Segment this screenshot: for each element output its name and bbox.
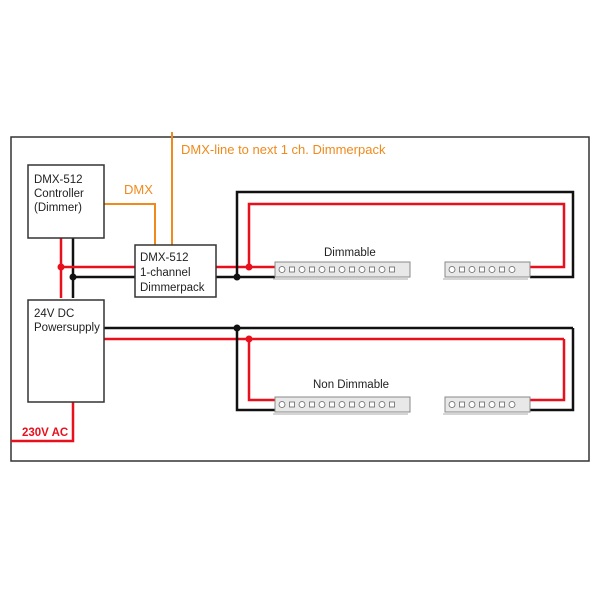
led-icon (358, 266, 366, 273)
controller-label-line-1: DMX-512 (34, 174, 83, 186)
resistor-icon (459, 266, 465, 273)
led-icon (338, 266, 346, 273)
junction-dot-positive-left (57, 263, 65, 271)
non-dimmable-negative-right (530, 328, 575, 412)
junction-dot-psu-positive (245, 335, 253, 343)
resistor-icon (499, 401, 505, 408)
led-icon (508, 266, 516, 273)
led-icon (488, 266, 496, 273)
led-icon (378, 401, 386, 408)
strip-body (444, 396, 531, 413)
dimmable-positive-loop (247, 202, 566, 269)
led-strip-non-dimmable-1 (273, 396, 411, 415)
junction-dot-dimmable-positive (245, 263, 253, 271)
resistor-icon (349, 401, 355, 408)
dimmerpack-box (134, 244, 217, 298)
led-strip-non-dimmable-2 (443, 396, 531, 415)
led-icon (468, 401, 476, 408)
led-icon (378, 266, 386, 273)
dimmerpack-label-line-2: 1-channel (140, 267, 191, 279)
led-icon (318, 266, 326, 273)
dimmerpack-label-line-3: Dimmerpack (140, 282, 205, 294)
led-icon (318, 401, 326, 408)
resistor-icon (479, 401, 485, 408)
controller-label-line-3: (Dimmer) (34, 202, 82, 214)
powersupply-box (27, 299, 105, 403)
resistor-icon (349, 266, 355, 273)
resistor-icon (369, 266, 375, 273)
controller-box (27, 164, 105, 239)
led-icon (508, 401, 516, 408)
led-strip-dimmable-1 (273, 261, 411, 280)
junction-dot-psu-negative (233, 324, 241, 332)
dimmable-negative-loop (235, 190, 575, 279)
resistor-icon (289, 266, 295, 273)
junction-dot-negative-left (69, 273, 77, 281)
resistor-icon (499, 266, 505, 273)
resistor-icon (309, 401, 315, 408)
mains-wire (11, 402, 75, 443)
led-icon (488, 401, 496, 408)
powersupply-label-line-2: Powersupply (34, 322, 100, 334)
resistor-icon (389, 266, 395, 273)
dmx-line-next-label: DMX-line to next 1 ch. Dimmerpack (181, 142, 386, 157)
resistor-icon (329, 401, 335, 408)
led-icon (298, 266, 306, 273)
led-icon (298, 401, 306, 408)
resistor-icon (369, 401, 375, 408)
resistor-icon (329, 266, 335, 273)
led-strips (273, 261, 531, 415)
resistor-icon (479, 266, 485, 273)
resistor-icon (389, 401, 395, 408)
dimmable-label: Dimmable (324, 247, 376, 259)
mains-label: 230V AC (22, 427, 68, 439)
non-dimmable-label: Non Dimmable (313, 379, 389, 391)
led-icon (448, 266, 456, 273)
dmx-wire-controller-to-dimmerpack (104, 203, 156, 245)
non-dimmable-positive-left (247, 339, 275, 402)
junction-dot-dimmable-negative (233, 273, 241, 281)
resistor-icon (289, 401, 295, 408)
controller-label-line-2: Controller (34, 188, 84, 200)
led-icon (468, 266, 476, 273)
powersupply-label-line-1: 24V DC (34, 308, 74, 320)
resistor-icon (309, 266, 315, 273)
dimmerpack-label-line-1: DMX-512 (140, 252, 189, 264)
led-icon (448, 401, 456, 408)
led-icon (278, 401, 286, 408)
non-dimmable-negative-left (235, 328, 275, 412)
strip-body (444, 261, 531, 278)
led-icon (338, 401, 346, 408)
led-icon (358, 401, 366, 408)
resistor-icon (459, 401, 465, 408)
diagram-frame (10, 136, 590, 462)
led-strip-dimmable-2 (443, 261, 531, 280)
dmx-label: DMX (124, 182, 153, 197)
led-icon (278, 266, 286, 273)
non-dimmable-positive-right (530, 339, 566, 402)
